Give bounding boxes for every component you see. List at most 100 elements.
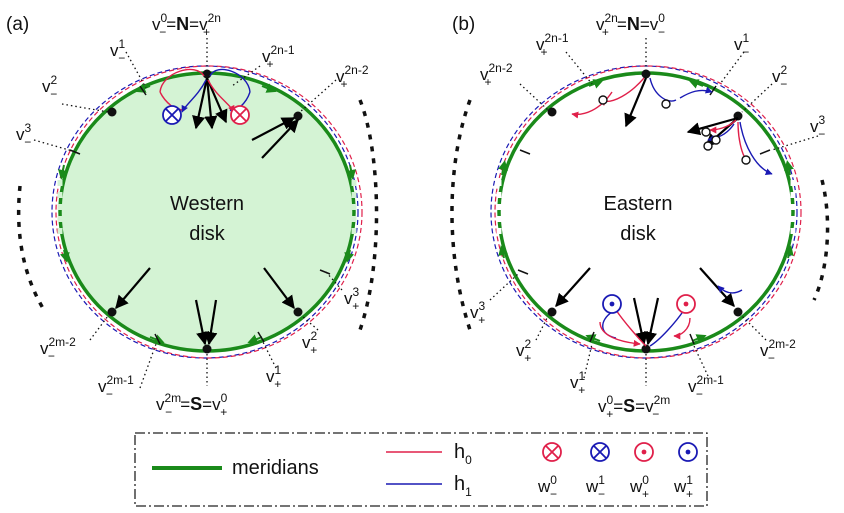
label-v2m1-minus-b: v2m-1−: [688, 373, 724, 401]
svg-text:v1+: v1+: [266, 363, 282, 391]
w1-plus-symbol: [602, 294, 622, 314]
meridian-arrow: [59, 249, 70, 263]
h1-curve: [707, 123, 735, 142]
legend-meridians-label: meridians: [232, 457, 319, 479]
vertices-a: [107, 69, 303, 354]
svg-text:v2n-1+: v2n-1+: [536, 31, 569, 59]
svg-text:v3+: v3+: [470, 299, 486, 327]
svg-text:v2m-2−: v2m-2−: [40, 335, 76, 363]
legend-frame: [134, 432, 708, 507]
svg-text:v3+: v3+: [344, 285, 360, 313]
label-v2n1-plus-a: v2n-1+: [262, 43, 295, 71]
meridian-arrow: [588, 79, 604, 89]
h1-curve: [649, 77, 677, 102]
h0-curve: [709, 119, 737, 134]
legend-w1-plus-label: w1+: [673, 473, 693, 501]
panel-b: (b): [450, 11, 830, 421]
h1-curve: [649, 309, 685, 347]
legend-h1-label: h1: [454, 473, 472, 499]
dashed-circle-red: [55, 65, 363, 359]
meridian-arrow: [58, 164, 68, 180]
label-v2m2-minus-a: v2m-2−: [40, 335, 76, 363]
h1-curve: [679, 86, 713, 99]
disk-title-line1: Eastern: [604, 193, 673, 215]
svg-text:v2m-1−: v2m-1−: [688, 373, 724, 401]
svg-text:v2m-2−: v2m-2−: [760, 337, 796, 365]
svg-text:v2n-2+: v2n-2+: [336, 63, 369, 91]
label-south-a: v2m−=S=v0+: [156, 391, 228, 419]
meridian-arrow: [344, 249, 355, 263]
legend-w0-plus-label: w0+: [629, 473, 649, 501]
w1-minus-symbol: [162, 105, 182, 125]
label-v2m2-minus-b: v2m-2−: [760, 337, 796, 365]
meridian-arrow: [498, 160, 508, 176]
meridian-arrow: [783, 245, 794, 259]
svg-text:v3−: v3−: [810, 113, 826, 141]
flow-arrows-b: [555, 77, 739, 346]
label-v2-plus-b: v2+: [516, 337, 532, 365]
label-v2-minus-a: v2−: [42, 73, 58, 101]
leaders-a: [16, 38, 379, 389]
label-v1-plus-b: v1+: [570, 369, 586, 397]
label-south-b: v0+=S=v2m−: [598, 393, 670, 421]
label-v2-minus-b: v2−: [772, 63, 788, 91]
legend-w1-minus-label: w1−: [585, 473, 605, 501]
svg-text:v2−: v2−: [42, 73, 58, 101]
leaders-b: [450, 38, 830, 386]
meridian-arrow: [247, 334, 263, 344]
label-v2n1-plus-b: v2n-1+: [536, 31, 569, 59]
legend-w0-minus-icon: [542, 442, 562, 462]
panel-a: (a): [6, 11, 379, 419]
label-north-a: v0−=N=v2n+: [152, 11, 221, 39]
h1-curve: [739, 121, 773, 176]
svg-text:v0−=N=v2n+: v0−=N=v2n+: [152, 11, 221, 39]
label-v1-plus-a: v1+: [266, 363, 282, 391]
h1-curve: [717, 285, 743, 294]
disk-title-line2: disk: [620, 223, 657, 245]
legend-w1-minus-icon: [590, 442, 610, 462]
ticks-b: [517, 85, 771, 345]
w0-plus-symbol: [676, 294, 696, 314]
label-v1-minus-a: v1−: [110, 37, 126, 65]
meridian-arrow: [784, 160, 794, 176]
h0-curve: [615, 309, 647, 347]
svg-text:v1+: v1+: [570, 369, 586, 397]
meridian-arrow: [346, 164, 356, 180]
legend: meridians h0 h1 w0− w1− w0+ w1+: [134, 432, 708, 507]
vertices-b: [547, 69, 743, 354]
svg-text:v2m-1−: v2m-1−: [98, 373, 134, 401]
svg-text:v0+=S=v2m−: v0+=S=v2m−: [598, 393, 670, 421]
label-v3-plus-a: v3+: [344, 285, 360, 313]
legend-w1-plus-icon: [678, 442, 698, 462]
h0-curve: [571, 91, 613, 119]
legend-w0-minus-label: w0−: [537, 473, 557, 501]
legend-h0-label: h0: [454, 441, 472, 467]
svg-text:v2+: v2+: [516, 337, 532, 365]
panel-a-tag: (a): [6, 14, 29, 35]
svg-text:v2m−=S=v0+: v2m−=S=v0+: [156, 391, 228, 419]
ticks-a: [69, 85, 331, 345]
label-v2m1-minus-a: v2m-1−: [98, 373, 134, 401]
svg-text:v2n-2+: v2n-2+: [480, 61, 513, 89]
svg-text:v2n+=N=v0−: v2n+=N=v0−: [596, 11, 665, 39]
svg-text:v2n-1+: v2n-1+: [262, 43, 295, 71]
svg-text:v1−: v1−: [734, 31, 750, 59]
h1-curve: [181, 79, 207, 113]
h0-curve: [673, 317, 691, 340]
meridian-arrow: [688, 79, 704, 89]
label-north-b: v2n+=N=v0−: [596, 11, 665, 39]
disk-title-line2: disk: [189, 223, 226, 245]
h0-curve: [737, 121, 745, 157]
label-v2n2-plus-b: v2n-2+: [480, 61, 513, 89]
label-v3-plus-b: v3+: [470, 299, 486, 327]
h1-curve: [209, 68, 251, 93]
meridian-arrow: [498, 245, 509, 259]
meridian-arrow: [691, 334, 707, 344]
open-circles-b: [598, 95, 751, 165]
svg-text:v1−: v1−: [110, 37, 126, 65]
label-v3-minus-b: v3−: [810, 113, 826, 141]
h0-curve: [599, 321, 641, 347]
label-v2-plus-a: v2+: [302, 329, 318, 357]
svg-text:v3−: v3−: [16, 121, 32, 149]
